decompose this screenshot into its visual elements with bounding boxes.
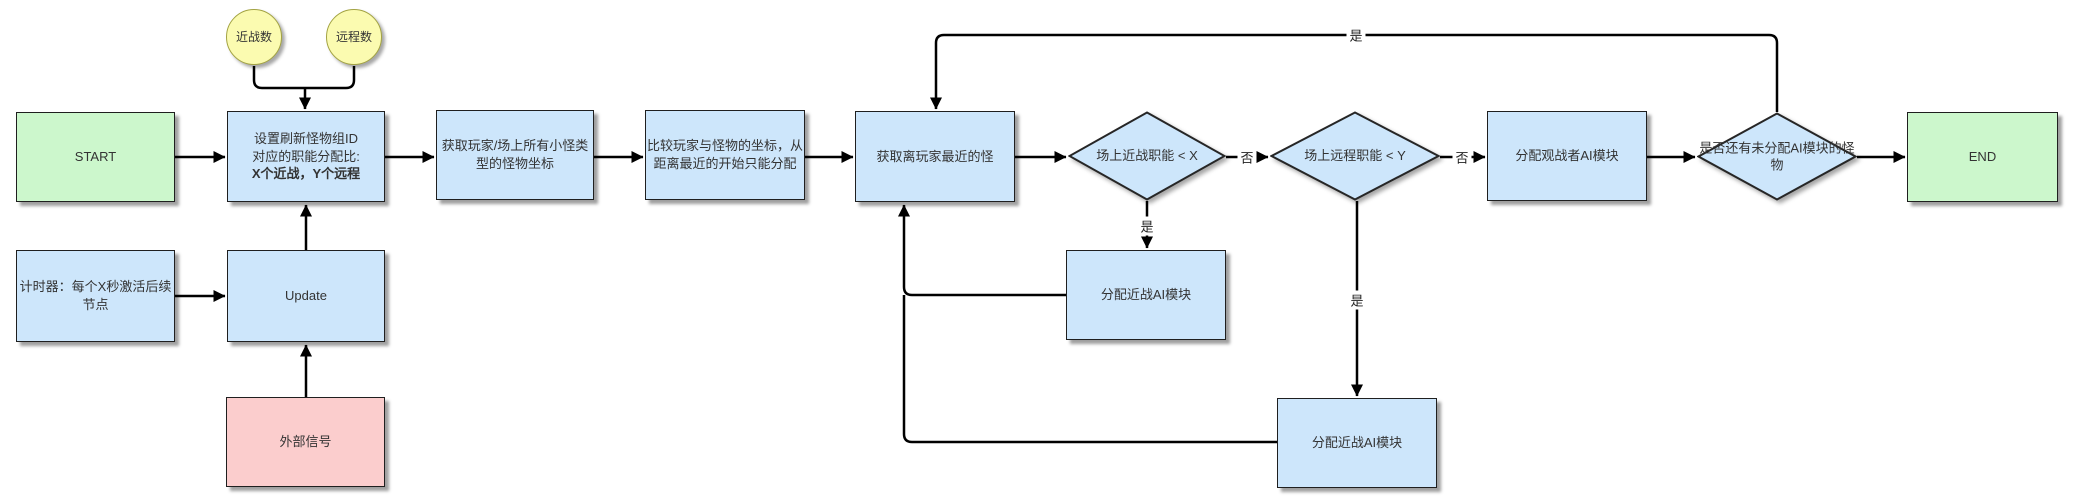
edge-meleecount-merge [252, 66, 305, 90]
node-ranged-count-label: 远程数 [335, 29, 372, 44]
node-set-refresh-line1: 设置刷新怪物组ID [253, 131, 358, 147]
decision-ranged-check-label: 场上远程职能 < Y [1304, 148, 1406, 164]
node-compare-coords-label: 比较玩家与怪物的坐标，从 距离最近的开始只能分配 [646, 138, 803, 171]
node-timer-label: 计时器：每个X秒激活后续 节点 [19, 279, 172, 312]
node-melee-count-label: 近战数 [235, 29, 272, 44]
edge-rangedcount-merge [305, 66, 356, 90]
node-get-coords-label: 获取玩家/场上所有小怪类 型的怪物坐标 [441, 138, 589, 171]
diamond-shape [1270, 111, 1440, 201]
node-assign-melee-2: 分配近战AI模块 [1277, 398, 1437, 488]
decision-melee-check: 场上近战职能 < X [1068, 111, 1226, 201]
node-assign-observer: 分配观战者AI模块 [1487, 111, 1647, 201]
diamond-shape [1697, 112, 1857, 201]
node-get-nearest-label: 获取离玩家最近的怪 [876, 148, 994, 164]
node-timer: 计时器：每个X秒激活后续 节点 [16, 250, 175, 342]
node-assign-melee-2-label: 分配近战AI模块 [1311, 435, 1403, 451]
node-set-refresh-line2: 对应的职能分配比: [252, 148, 360, 164]
node-end-label: END [1968, 149, 1997, 165]
node-set-refresh-line3: X个近战，Y个远程 [251, 166, 361, 182]
edge-assignmelee2-return [902, 295, 1277, 444]
node-get-nearest: 获取离玩家最近的怪 [855, 111, 1015, 202]
node-update: Update [227, 250, 385, 342]
node-get-coords: 获取玩家/场上所有小怪类 型的怪物坐标 [436, 110, 594, 200]
node-assign-melee-1-label: 分配近战AI模块 [1100, 287, 1192, 303]
node-update-label: Update [285, 288, 327, 304]
edge-label-yes-loop: 是 [1346, 25, 1366, 45]
node-compare-coords: 比较玩家与怪物的坐标，从 距离最近的开始只能分配 [645, 110, 805, 200]
node-assign-observer-label: 分配观战者AI模块 [1515, 148, 1619, 164]
node-start-label: START [74, 149, 117, 165]
edge-label-yes-1: 是 [1137, 216, 1157, 236]
node-external-signal: 外部信号 [226, 397, 385, 487]
decision-melee-check-label: 场上近战职能 < X [1096, 148, 1198, 164]
node-ranged-count: 远程数 [326, 9, 382, 65]
decision-remaining-check-label: 是否还有未分配AI模块的怪 物 [1699, 139, 1855, 173]
edge-remaining-yes-loop [930, 33, 1779, 112]
decision-ranged-check: 场上远程职能 < Y [1270, 111, 1440, 201]
diamond-shape [1068, 111, 1226, 201]
node-set-refresh-ratio: 设置刷新怪物组ID 对应的职能分配比: X个近战，Y个远程 [227, 111, 385, 202]
edge-assignmelee1-return [898, 204, 1066, 297]
node-melee-count: 近战数 [226, 9, 282, 65]
node-start: START [16, 112, 175, 202]
edge-label-no-2: 否 [1452, 147, 1472, 167]
decision-remaining-check: 是否还有未分配AI模块的怪 物 [1697, 112, 1857, 201]
node-external-signal-label: 外部信号 [279, 434, 332, 450]
edge-label-no-1: 否 [1237, 147, 1257, 167]
node-end: END [1907, 112, 2058, 202]
node-assign-melee-1: 分配近战AI模块 [1066, 250, 1226, 340]
edge-label-yes-2: 是 [1347, 290, 1367, 310]
